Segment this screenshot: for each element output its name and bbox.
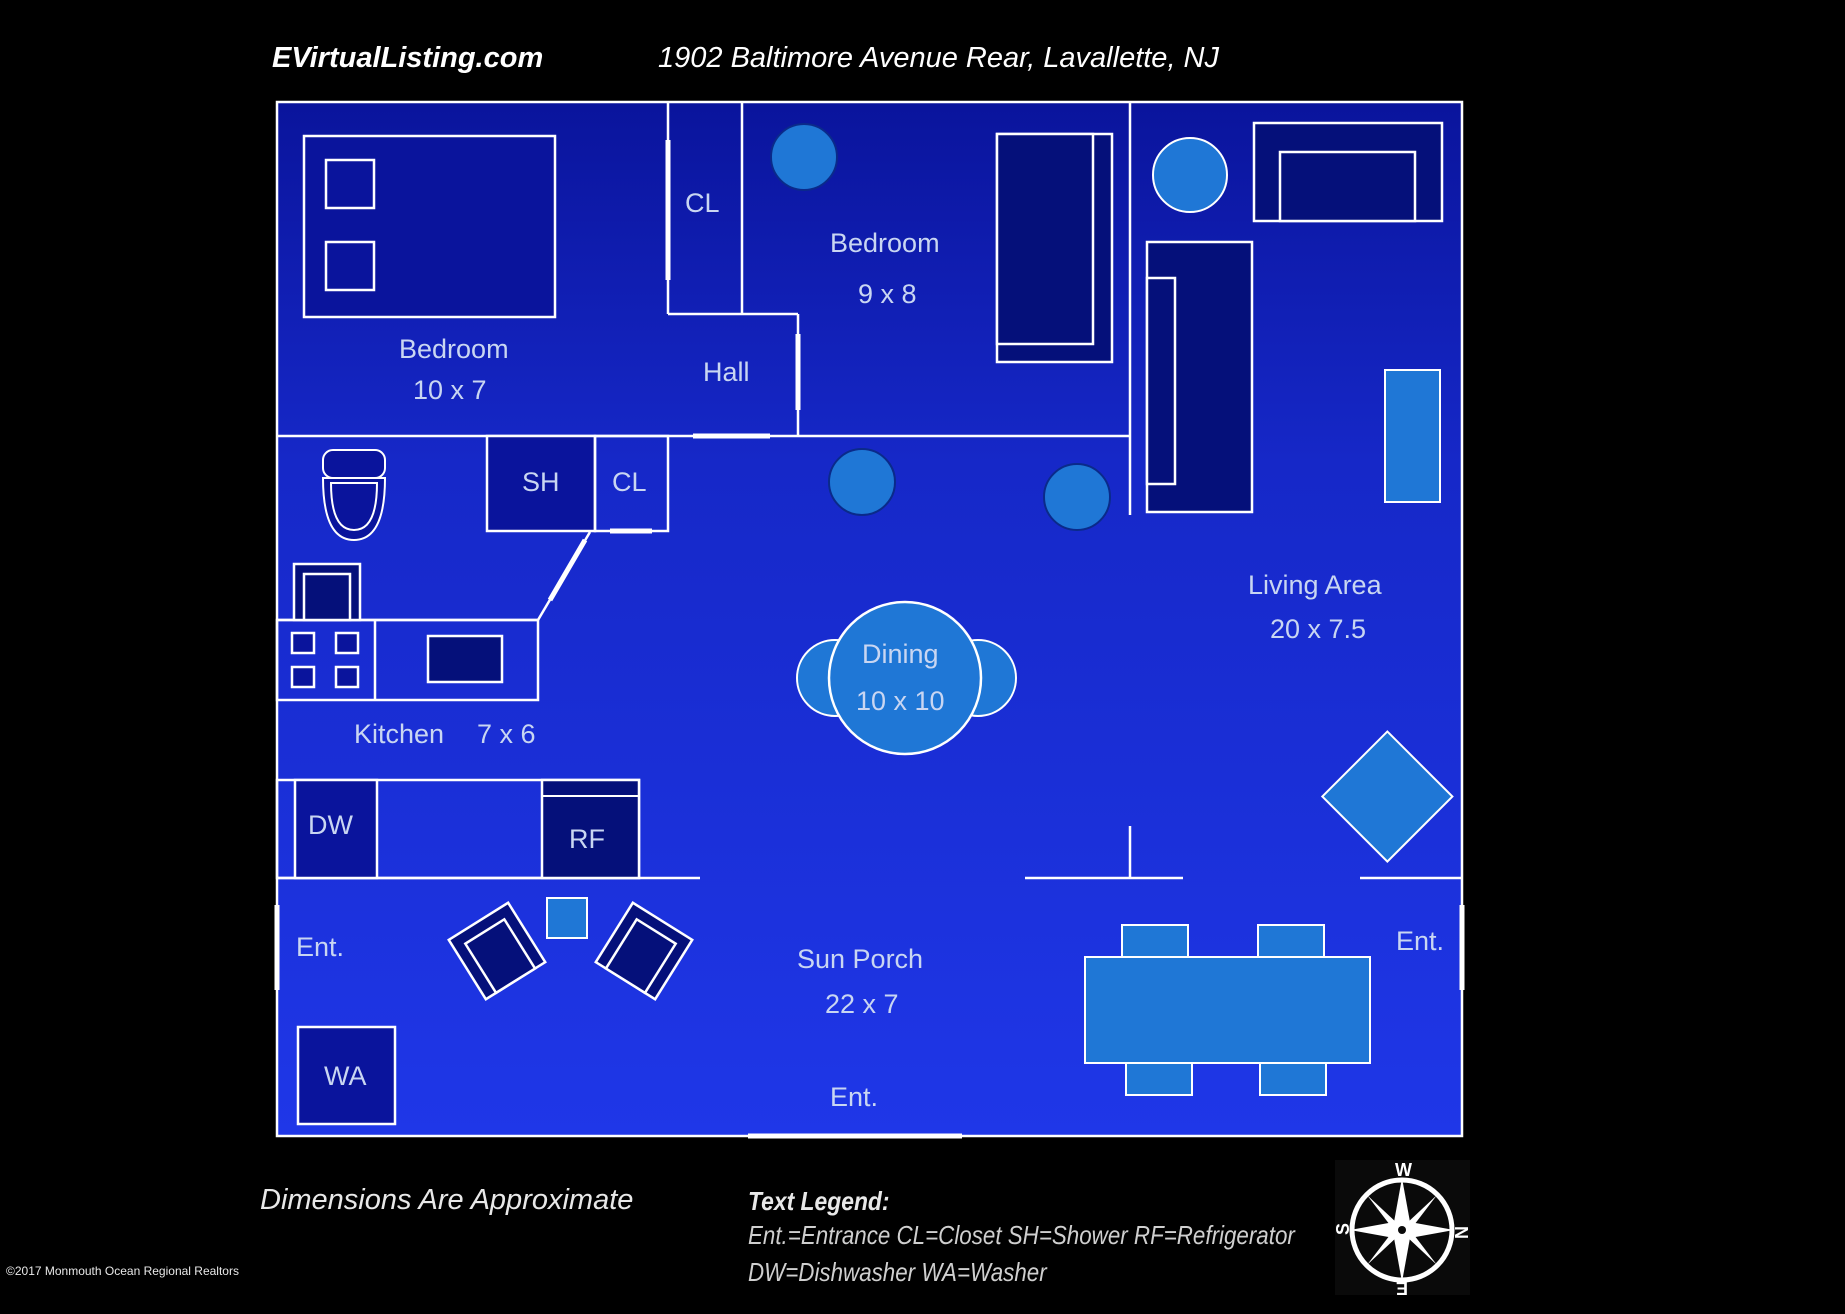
- sun-porch-size: 22 x 7: [825, 989, 899, 1019]
- bath-closet-label: CL: [612, 467, 647, 497]
- microwave: [292, 562, 362, 622]
- stool: [828, 448, 896, 516]
- legend-line-1: Ent.=Entrance CL=Closet SH=Shower RF=Ref…: [748, 1220, 1295, 1250]
- nightstand: [770, 123, 838, 191]
- bed-2: [995, 132, 1114, 364]
- stove: [290, 631, 360, 689]
- dishwasher-label: DW: [308, 810, 353, 840]
- entrance-left-label: Ent.: [296, 932, 344, 962]
- stool: [1043, 463, 1111, 531]
- tv-stand: [1384, 369, 1441, 503]
- entrance-bottom-label: Ent.: [830, 1082, 878, 1112]
- loveseat: [1145, 240, 1254, 514]
- doors: [274, 140, 1465, 1139]
- dimensions-note: Dimensions Are Approximate: [260, 1184, 634, 1216]
- kitchen-size: 7 x 6: [477, 719, 536, 749]
- bedroom-1-label: Bedroom: [399, 334, 509, 364]
- brand-title: EVirtualListing.com: [272, 42, 544, 74]
- compass-rose-icon: W N E S: [1335, 1160, 1470, 1295]
- chair: [1320, 730, 1454, 864]
- bed: [302, 134, 557, 319]
- armchair: [447, 901, 547, 1001]
- bedroom-2-label: Bedroom: [830, 228, 940, 258]
- compass-n: N: [1451, 1226, 1470, 1239]
- dining-table: [796, 600, 1017, 756]
- entrance-right-label: Ent.: [1396, 926, 1444, 956]
- sofa: [1252, 121, 1444, 223]
- washer: [296, 1025, 397, 1126]
- dining-label: Dining: [862, 639, 939, 669]
- copyright: ©2017 Monmouth Ocean Regional Realtors: [6, 1264, 239, 1278]
- bedroom-1-size: 10 x 7: [413, 375, 487, 405]
- compass-e: E: [1396, 1278, 1408, 1295]
- armchair: [594, 901, 694, 1001]
- patio-table: [1084, 924, 1371, 1096]
- bedroom-2-size: 9 x 8: [858, 279, 917, 309]
- hall-label: Hall: [703, 357, 750, 387]
- address-title: 1902 Baltimore Avenue Rear, Lavallette, …: [658, 42, 1219, 74]
- living-area-label: Living Area: [1248, 570, 1383, 600]
- dining-size: 10 x 10: [856, 686, 945, 716]
- dishwasher: [293, 778, 379, 880]
- compass-s: S: [1335, 1223, 1353, 1235]
- washer-label: WA: [324, 1061, 367, 1091]
- sun-porch-label: Sun Porch: [797, 944, 923, 974]
- living-area-size: 20 x 7.5: [1270, 614, 1366, 644]
- closet-label: CL: [685, 188, 720, 218]
- shower-label: SH: [522, 467, 560, 497]
- kitchen-label: Kitchen: [354, 719, 444, 749]
- toilet: [321, 449, 387, 542]
- refrigerator-label: RF: [569, 824, 605, 854]
- legend-line-2: DW=Dishwasher WA=Washer: [748, 1257, 1047, 1287]
- end-table: [1152, 137, 1228, 213]
- sink: [426, 634, 504, 684]
- legend-title: Text Legend:: [748, 1186, 890, 1216]
- side-table: [546, 897, 588, 939]
- compass-w: W: [1395, 1160, 1412, 1180]
